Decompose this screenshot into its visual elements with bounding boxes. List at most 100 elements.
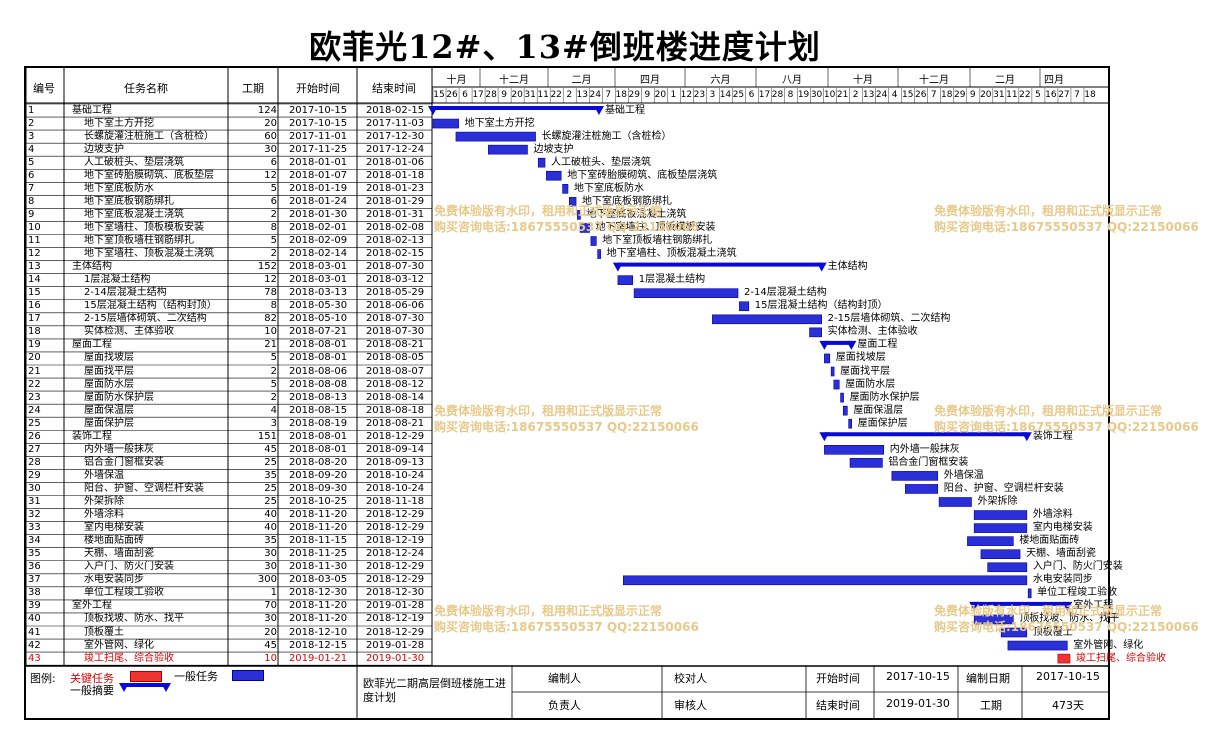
task-start: 2018-05-30: [288, 300, 348, 312]
task-id: 13: [28, 261, 41, 273]
timescale-day: 10: [823, 90, 836, 100]
task-bar: [987, 562, 1028, 573]
summary-marker: [819, 432, 830, 442]
task-dur: 6: [270, 156, 277, 168]
timescale-month: 二月: [571, 75, 592, 86]
task-dur: 2: [270, 365, 277, 377]
task-id: 27: [28, 443, 41, 455]
task-end: 2018-11-18: [365, 496, 425, 507]
timescale-day: 7: [1074, 90, 1080, 100]
timescale-day: 14: [719, 90, 732, 100]
task-end: 2018-12-29: [365, 509, 425, 521]
task-end: 2018-07-30: [365, 313, 425, 325]
task-start: 2017-10-15: [288, 104, 348, 116]
summary-marker: [969, 601, 980, 611]
bar-label: 水电安装同步: [1032, 574, 1093, 586]
legend-label: 图例:: [30, 672, 56, 685]
timescale-month: 二月: [995, 75, 1015, 86]
task-id: 23: [28, 391, 41, 403]
summary-bar: [824, 340, 852, 345]
task-name: 内外墙一般抹灰: [84, 443, 154, 455]
task-bar: [712, 314, 822, 325]
legend-summary-label: 一般摘要: [70, 684, 114, 697]
task-end: 2019-01-30: [365, 652, 425, 664]
task-dur: 124: [257, 104, 277, 116]
task-start: 2018-11-20: [288, 522, 348, 534]
task-name: 单位工程竣工验收: [84, 587, 164, 599]
timescale-day: 7: [605, 90, 612, 100]
task-name: 水电安装同步: [84, 574, 144, 586]
task-bar: [537, 157, 546, 168]
timescale-day: 17: [758, 90, 771, 100]
task-start: 2018-07-21: [288, 326, 348, 338]
timescale-day: 9: [501, 90, 507, 100]
task-dur: 5: [270, 352, 277, 364]
task-start: 2018-08-01: [288, 352, 348, 364]
task-bar: [597, 249, 601, 259]
task-end: 2018-09-14: [365, 443, 425, 455]
task-name: 外墙涂料: [84, 509, 124, 521]
task-id: 42: [28, 639, 41, 651]
timescale-month: 十二月: [499, 75, 529, 86]
task-name: 铝合金门窗框安装: [84, 456, 164, 468]
task-end: 2018-02-08: [365, 221, 425, 233]
task-dur: 45: [264, 639, 277, 651]
task-dur: 5: [270, 235, 277, 246]
task-bar: [569, 197, 577, 207]
task-end: 2018-12-30: [365, 587, 425, 599]
task-name: 楼地面贴面砖: [84, 535, 144, 547]
task-id: 16: [28, 300, 41, 312]
task-name: 地下室底板防水: [84, 182, 154, 194]
task-dur: 12: [264, 274, 277, 286]
bar-label: 铝合金门窗框安装: [888, 456, 969, 468]
task-name: 地下室墙柱、顶板模板安装: [84, 221, 204, 233]
task-end: 2018-07-30: [365, 326, 425, 338]
timescale-day: 2: [566, 90, 573, 100]
task-id: 6: [28, 169, 35, 181]
task-start: 2018-05-10: [288, 313, 348, 325]
task-start: 2018-09-30: [288, 482, 348, 494]
footer-duration-value: 473天: [1052, 699, 1084, 712]
legend-critical-label: 关键任务: [70, 672, 114, 685]
task-start: 2018-02-09: [288, 235, 348, 246]
timescale-month: 六月: [710, 75, 731, 86]
task-end: 2018-12-29: [365, 574, 425, 586]
task-bar: [546, 170, 562, 181]
task-end: 2018-12-29: [365, 626, 425, 638]
task-start: 2018-12-15: [288, 639, 348, 651]
bar-label: 单位工程竣工验收: [1037, 587, 1118, 599]
task-start: 2018-01-07: [288, 169, 348, 181]
task-dur: 8: [270, 300, 277, 312]
task-bar: [633, 288, 739, 299]
bar-label: 屋面防水保护层: [849, 391, 920, 403]
critical-task-bar: [1057, 653, 1071, 664]
timescale-day: 20: [511, 90, 523, 100]
bar-label: 1层混凝土结构: [638, 274, 706, 286]
legend-normal-swatch: [232, 670, 264, 681]
task-end: 2019-01-28: [365, 639, 425, 651]
task-bar: [891, 471, 939, 481]
timescale-day: 31: [993, 90, 1005, 100]
task-name: 地下室底板钢筋绑扎: [84, 195, 174, 207]
task-dur: 152: [257, 261, 277, 273]
task-end: 2018-07-30: [365, 261, 425, 273]
watermark-text: 购买咨询电话:18675550537 QQ:22150066: [434, 420, 699, 434]
task-name: 屋面防水保护层: [84, 391, 154, 403]
timescale-day: 9: [969, 90, 976, 100]
bar-label: 屋面找坡层: [835, 352, 886, 364]
task-start: 2018-08-01: [288, 443, 348, 455]
footer-owner: 负责人: [548, 699, 581, 712]
watermark-text: 购买咨询电话:18675550537 QQ:22150066: [934, 620, 1199, 634]
watermark-text: 免费体验版有水印，租用和正式版显示正常: [434, 204, 663, 218]
task-id: 37: [28, 574, 41, 586]
summary-marker: [816, 262, 827, 272]
task-dur: 35: [264, 469, 277, 481]
bar-label: 阳台、护窗、空调栏杆安装: [943, 482, 1064, 494]
header-name: 任务名称: [124, 82, 168, 95]
task-start: 2018-01-01: [288, 156, 348, 168]
task-dur: 30: [264, 548, 277, 560]
task-start: 2018-12-10: [288, 626, 348, 638]
timescale-day: 4: [891, 90, 898, 100]
bar-label: 内外墙一般抹灰: [889, 443, 960, 455]
